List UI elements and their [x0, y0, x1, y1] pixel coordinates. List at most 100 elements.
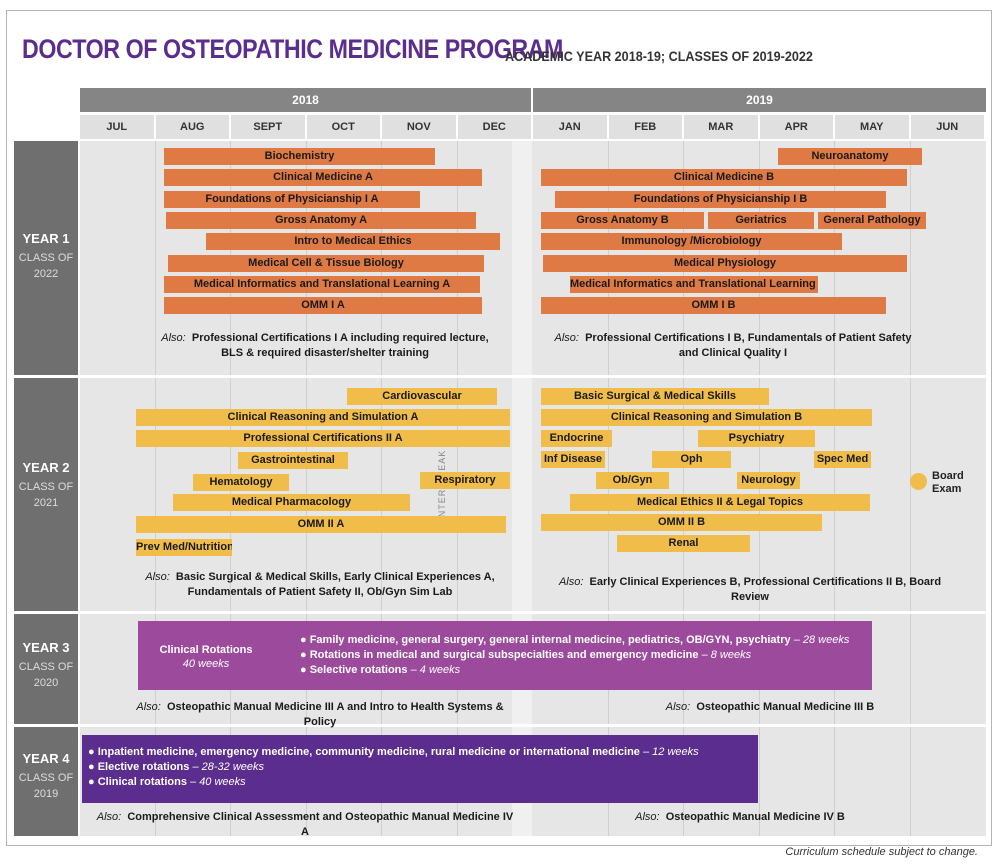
- month-nov: NOV: [382, 115, 458, 139]
- course-gross-anatomy-b: Gross Anatomy B: [541, 212, 704, 229]
- row-separator: [14, 724, 986, 727]
- year1-also-fall: Also: Professional Certifications I A in…: [150, 331, 500, 361]
- list-item: Family medicine, general surgery, genera…: [300, 633, 850, 648]
- list-item: Rotations in medical and surgical subspe…: [300, 648, 849, 663]
- month-may: MAY: [835, 115, 911, 139]
- course-renal: Renal: [617, 535, 750, 552]
- course-clinical-medicine-b: Clinical Medicine B: [541, 169, 907, 186]
- page-frame: [6, 10, 992, 846]
- month-mar: MAR: [684, 115, 760, 139]
- list-item: Clinical rotations – 40 weeks: [88, 775, 699, 790]
- also-text: Fundamentals of Patient Safety II, Ob/Gy…: [187, 586, 453, 598]
- course-foundations-physicianship-1a: Foundations of Physicianship I A: [164, 191, 420, 208]
- year1-label: YEAR 1 CLASS OF 2022: [14, 141, 78, 375]
- grid-line: [910, 141, 911, 836]
- footer-note: Curriculum schedule subject to change.: [785, 846, 978, 858]
- grid-line: [834, 141, 835, 836]
- bullet-text: Elective rotations: [97, 761, 190, 773]
- board-exam-dot: [910, 473, 927, 490]
- month-dec: DEC: [457, 115, 533, 139]
- also-text: Osteopathic Manual Medicine III A and In…: [167, 701, 504, 728]
- also-text: Osteopathic Manual Medicine IV B: [665, 811, 845, 823]
- year1-title: YEAR 1: [22, 231, 70, 246]
- list-item: Inpatient medicine, emergency medicine, …: [88, 745, 699, 760]
- board-exam-label: Board Exam: [932, 470, 992, 496]
- course-medical-physiology: Medical Physiology: [543, 255, 907, 272]
- year3-title: YEAR 3: [22, 640, 70, 655]
- month-oct: OCT: [306, 115, 382, 139]
- year4-class-line1: CLASS OF: [18, 772, 74, 784]
- course-omm-1b: OMM I B: [541, 297, 886, 314]
- bullet-weeks: – 8 weeks: [701, 649, 752, 661]
- grid-line: [683, 141, 684, 836]
- course-neurology: Neurology: [737, 472, 800, 489]
- course-prof-cert-2a: Professional Certifications II A: [136, 430, 510, 447]
- year2-also-fall: Also: Basic Surgical & Medical Skills, E…: [140, 570, 500, 600]
- bullet-text: Clinical rotations: [97, 776, 187, 788]
- year2-class-line2: 2021: [33, 497, 59, 509]
- course-omm-2a: OMM II A: [136, 516, 506, 533]
- year3-label: YEAR 3 CLASS OF 2020: [14, 614, 78, 724]
- course-endocrine: Endocrine: [541, 430, 612, 447]
- bullet-text: Family medicine, general surgery, genera…: [309, 634, 791, 646]
- year3-box-title: Clinical Rotations: [159, 644, 253, 656]
- also-label: Also:: [554, 332, 579, 344]
- course-spec-med: Spec Med: [814, 451, 871, 468]
- also-text: Basic Surgical & Medical Skills, Early C…: [175, 571, 495, 583]
- also-text: BLS & required disaster/shelter training: [221, 347, 429, 359]
- year2-title: YEAR 2: [22, 460, 70, 475]
- bullet-text: Inpatient medicine, emergency medicine, …: [97, 746, 640, 758]
- course-geriatrics: Geriatrics: [708, 212, 814, 229]
- year4-label: YEAR 4 CLASS OF 2019: [14, 727, 78, 836]
- grid-line: [155, 141, 156, 836]
- year4-title: YEAR 4: [22, 751, 70, 766]
- course-clinical-medicine-a: Clinical Medicine A: [164, 169, 482, 186]
- course-hematology: Hematology: [193, 474, 289, 491]
- month-aug: AUG: [155, 115, 231, 139]
- course-medical-pharmacology: Medical Pharmacology: [173, 494, 410, 511]
- year4-also-fall: Also: Comprehensive Clinical Assessment …: [95, 810, 515, 840]
- month-apr: APR: [759, 115, 835, 139]
- also-label: Also:: [665, 701, 691, 713]
- winter-break-column: [512, 141, 532, 836]
- also-label: Also:: [136, 701, 161, 713]
- list-item: Elective rotations – 28-32 weeks: [88, 760, 699, 775]
- year3-clinical-rotations-box: Clinical Rotations 40 weeks Family medic…: [138, 621, 872, 690]
- grid-line: [381, 141, 382, 836]
- year-header-2019: 2019: [533, 88, 986, 112]
- year3-also-spring: Also: Osteopathic Manual Medicine III B: [630, 700, 910, 715]
- bullet-text: Selective rotations: [309, 664, 408, 676]
- year3-class-line2: 2020: [33, 677, 59, 689]
- year2-label: YEAR 2 CLASS OF 2021: [14, 378, 78, 611]
- course-biochemistry: Biochemistry: [164, 148, 435, 165]
- row-separator: [14, 611, 986, 614]
- course-omm-1a: OMM I A: [164, 297, 482, 314]
- also-text: and Clinical Quality I: [678, 347, 788, 359]
- month-jul: JUL: [80, 115, 156, 139]
- board-exam-line2: Exam: [932, 483, 962, 495]
- year4-also-spring: Also: Osteopathic Manual Medicine IV B: [610, 810, 870, 825]
- row-separator: [14, 375, 986, 378]
- month-jan: JAN: [533, 115, 609, 139]
- course-med-informatics-b: Medical Informatics and Translational Le…: [570, 276, 818, 293]
- bullet-weeks: – 28-32 weeks: [192, 761, 265, 773]
- course-med-informatics-a: Medical Informatics and Translational Le…: [164, 276, 480, 293]
- course-prev-med-nutrition: Prev Med/Nutrition: [136, 539, 232, 556]
- course-clinical-reasoning-a: Clinical Reasoning and Simulation A: [136, 409, 510, 426]
- course-immunology-microbiology: Immunology /Microbiology: [541, 233, 842, 250]
- course-neuroanatomy: Neuroanatomy: [778, 148, 922, 165]
- bullet-weeks: – 12 weeks: [642, 746, 699, 758]
- year1-class-line1: CLASS OF: [18, 252, 74, 264]
- course-oph: Oph: [652, 451, 731, 468]
- bullet-text: Rotations in medical and surgical subspe…: [309, 649, 699, 661]
- month-jun: JUN: [910, 115, 986, 139]
- course-omm-2b: OMM II B: [541, 514, 822, 531]
- year2-class-line1: CLASS OF: [18, 481, 74, 493]
- course-medical-ethics-2: Medical Ethics II & Legal Topics: [570, 494, 870, 511]
- year3-box-weeks: 40 weeks: [182, 658, 230, 670]
- month-sept: SEPT: [231, 115, 307, 139]
- year1-also-spring: Also: Professional Certifications I B, F…: [538, 331, 928, 361]
- also-text: Professional Certifications I B, Fundame…: [585, 332, 912, 344]
- course-psychiatry: Psychiatry: [698, 430, 815, 447]
- year4-class-line2: 2019: [33, 788, 59, 800]
